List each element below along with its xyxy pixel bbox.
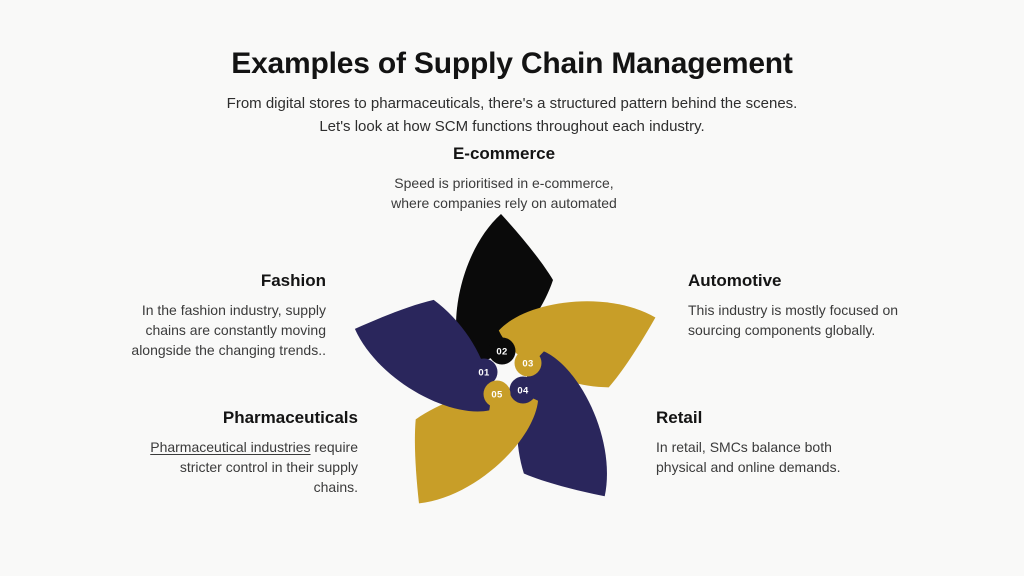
step-circle-04 — [509, 376, 537, 404]
section-ecommerce: E-commerce Speed is prioritised in e-com… — [334, 144, 674, 213]
step-label-04: 04 — [517, 386, 529, 397]
step-circle-05 — [483, 380, 511, 408]
petal-fashion — [354, 299, 491, 412]
step-circle-02 — [488, 337, 516, 365]
section-ecommerce-heading: E-commerce — [452, 144, 556, 163]
page-title: Examples of Supply Chain Management — [231, 47, 793, 80]
section-fashion-body: In the fashion industry, supply chains a… — [131, 302, 326, 358]
petal-retail — [517, 351, 607, 497]
section-automotive-body: This industry is mostly focused on sourc… — [688, 302, 899, 338]
scm-pinwheel-diagram: 02 01 03 04 05 — [354, 214, 656, 504]
step-label-02: 02 — [496, 347, 507, 358]
step-label-03: 03 — [522, 359, 533, 370]
petal-pharmaceuticals — [414, 391, 539, 504]
section-pharmaceuticals-body-rest: require stricter control in their supply… — [179, 439, 358, 495]
step-circle-03 — [514, 349, 542, 377]
section-pharmaceuticals: Pharmaceuticals Pharmaceutical industrie… — [108, 408, 358, 497]
section-automotive-heading: Automotive — [688, 271, 782, 290]
section-fashion: Fashion In the fashion industry, supply … — [96, 271, 326, 360]
section-retail-heading: Retail — [656, 408, 703, 427]
section-pharmaceuticals-heading: Pharmaceuticals — [222, 408, 358, 427]
section-automotive: Automotive This industry is mostly focus… — [688, 271, 938, 340]
step-label-05: 05 — [491, 390, 503, 401]
petal-ecommerce — [456, 214, 553, 367]
section-pharmaceuticals-body: Pharmaceutical industries require strict… — [108, 437, 358, 497]
step-circles: 02 01 03 04 05 — [470, 337, 542, 408]
page-subtitle: From digital stores to pharmaceuticals, … — [226, 95, 798, 135]
section-retail-body: In retail, SMCs balance both physical an… — [656, 439, 841, 475]
step-label-01: 01 — [478, 368, 490, 379]
section-retail: Retail In retail, SMCs balance both phys… — [656, 408, 906, 477]
section-ecommerce-body: Speed is prioritised in e-commerce, wher… — [391, 175, 617, 211]
pharmaceutical-industries-link[interactable]: Pharmaceutical industries — [150, 439, 311, 455]
step-circle-01 — [470, 358, 498, 386]
section-fashion-heading: Fashion — [260, 271, 326, 290]
